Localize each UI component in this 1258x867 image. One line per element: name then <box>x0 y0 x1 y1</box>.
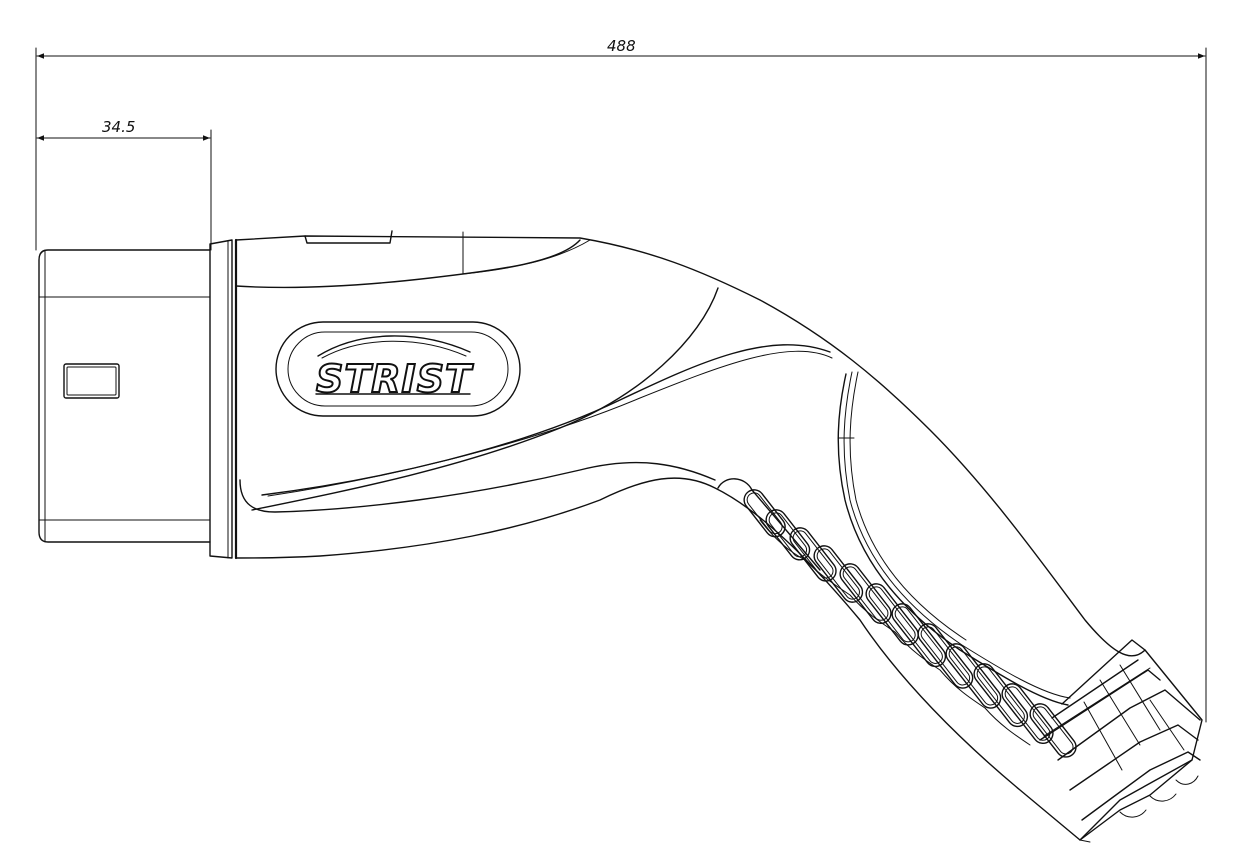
grip-rib <box>891 603 947 668</box>
grip-rib <box>813 545 864 603</box>
nose-dimension-label: 34.5 <box>102 118 135 136</box>
grip-rib <box>945 643 1002 709</box>
latch-window <box>63 363 120 399</box>
brand-badge: STRIST <box>275 321 521 417</box>
logo-swoosh <box>317 335 471 357</box>
grip-rib <box>743 489 786 538</box>
handle-body <box>235 230 1203 841</box>
grip-rib <box>865 583 919 646</box>
flange-collar <box>209 238 238 560</box>
connector-nose <box>38 249 211 543</box>
cable-strain-relief <box>1039 639 1201 843</box>
nose-dimension: 34.5 <box>36 118 212 251</box>
overall-dimension: 488 <box>35 37 1207 723</box>
grip-ribs <box>717 478 1077 758</box>
overall-dimension-label: 488 <box>607 37 636 55</box>
